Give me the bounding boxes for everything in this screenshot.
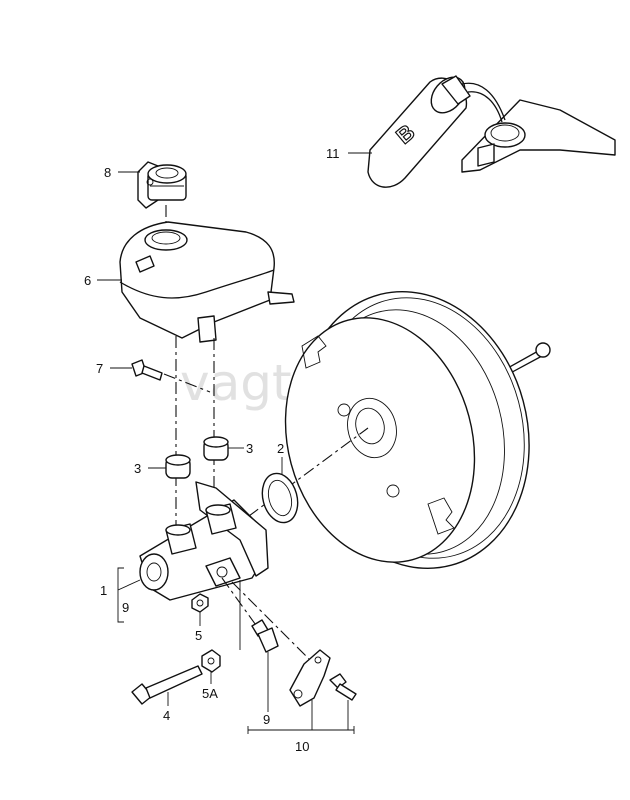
brake-booster [284,290,551,570]
leader-1 [117,579,141,591]
callout-1[interactable]: 1 [100,583,107,598]
callout-5a[interactable]: 5A [202,686,218,701]
bolt-10 [329,673,357,701]
callout-6[interactable]: 6 [84,273,91,288]
bolt-7 [131,359,163,381]
brake-fluid-bottle: B [367,75,616,188]
callout-3-right[interactable]: 3 [246,441,253,456]
nut-5a [201,649,221,673]
callout-9[interactable]: 9 [263,712,270,727]
callout-11[interactable]: 11 [326,146,340,161]
callout-5[interactable]: 5 [195,628,202,643]
grommet-3-left [165,454,191,479]
sensor-9 [251,619,279,653]
callout-1-9[interactable]: 9 [122,600,129,615]
axis-bracket [231,581,311,661]
master-cylinder [139,481,269,601]
axis-bolt-7 [163,373,211,393]
reservoir-cap [137,161,187,209]
nut-5 [191,593,209,613]
callout-7[interactable]: 7 [96,361,103,376]
gasket [261,472,299,524]
callout-10[interactable]: 10 [295,739,309,754]
bolt-4 [131,665,203,705]
callout-3-left[interactable]: 3 [134,461,141,476]
callout-2[interactable]: 2 [277,441,284,456]
bracket-10 [289,649,331,707]
callout-4[interactable]: 4 [163,708,170,723]
brake-fluid-reservoir [119,221,295,343]
grommet-3-right [203,436,229,461]
bracket-1 [117,567,124,623]
axis-booster [229,427,369,531]
callout-8[interactable]: 8 [104,165,111,180]
